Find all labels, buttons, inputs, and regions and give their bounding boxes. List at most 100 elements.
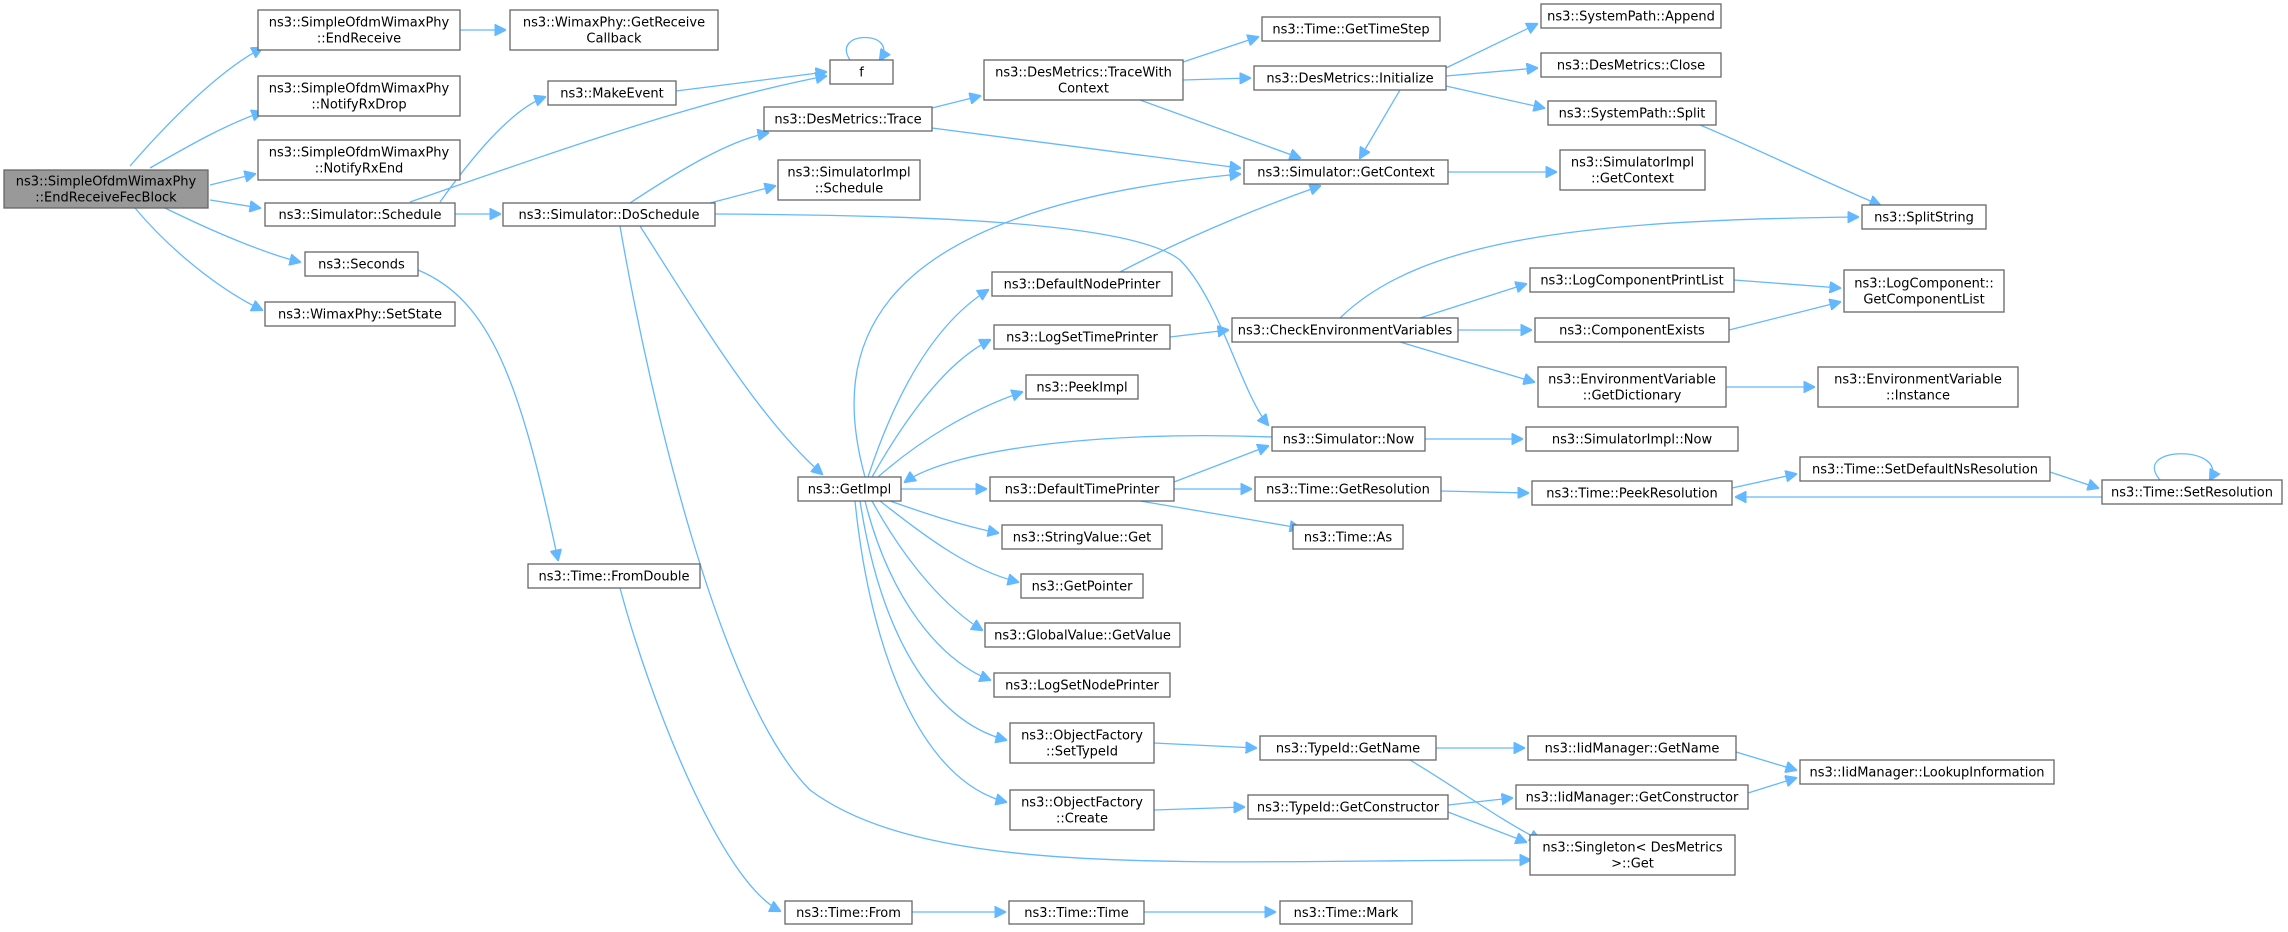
edge-peekResolution-to-setDefaultNsResolution bbox=[1731, 474, 1796, 489]
node-componentExists[interactable]: ns3::ComponentExists bbox=[1534, 317, 1730, 343]
node-getImpl[interactable]: ns3::GetImpl bbox=[797, 476, 902, 502]
node-desTrace[interactable]: ns3::DesMetrics::Trace bbox=[763, 106, 933, 132]
node-getComponentList[interactable]: ns3::LogComponent::GetComponentList bbox=[1843, 269, 2005, 313]
node-envGetDictionary[interactable]: ns3::EnvironmentVariable::GetDictionary bbox=[1537, 366, 1727, 408]
node-box bbox=[527, 563, 701, 589]
node-box bbox=[1279, 900, 1413, 925]
node-iidGetName[interactable]: ns3::IidManager::GetName bbox=[1527, 735, 1737, 761]
node-timeMark[interactable]: ns3::Time::Mark bbox=[1279, 900, 1413, 925]
node-desClose[interactable]: ns3::DesMetrics::Close bbox=[1540, 52, 1722, 78]
edge-doSchedule-to-simNow bbox=[714, 213, 1268, 425]
node-timeAs[interactable]: ns3::Time::As bbox=[1292, 524, 1404, 550]
node-label: ns3::TypeId::GetConstructor bbox=[1257, 801, 1440, 816]
node-seconds[interactable]: ns3::Seconds bbox=[304, 251, 419, 277]
edge-iidGetConstructor-to-iidLookup bbox=[1747, 778, 1796, 794]
node-pathAppend[interactable]: ns3::SystemPath::Append bbox=[1540, 3, 1722, 29]
node-logComponentPrintList[interactable]: ns3::LogComponentPrintList bbox=[1529, 267, 1735, 293]
node-envInstance[interactable]: ns3::EnvironmentVariable::Instance bbox=[1817, 366, 2019, 408]
node-label: ns3::SimulatorImpl::Now bbox=[1552, 433, 1713, 448]
node-box bbox=[1799, 456, 2051, 482]
node-getResolution[interactable]: ns3::Time::GetResolution bbox=[1254, 476, 1442, 502]
node-label: ::SetTypeId bbox=[1046, 745, 1118, 760]
node-typeIdGetName[interactable]: ns3::TypeId::GetName bbox=[1259, 735, 1437, 761]
node-simImplSchedule[interactable]: ns3::SimulatorImpl::Schedule bbox=[777, 159, 921, 201]
node-getTimeStep[interactable]: ns3::Time::GetTimeStep bbox=[1261, 16, 1441, 42]
node-simNow[interactable]: ns3::Simulator::Now bbox=[1271, 426, 1426, 452]
node-defaultTimePrinter[interactable]: ns3::DefaultTimePrinter bbox=[989, 476, 1175, 502]
node-label: ns3::LogComponentPrintList bbox=[1540, 274, 1723, 289]
node-box bbox=[1009, 789, 1155, 831]
node-box bbox=[1540, 52, 1722, 78]
node-root[interactable]: ns3::SimpleOfdmWimaxPhy::EndReceiveFecBl… bbox=[3, 169, 209, 209]
node-label: ns3::ObjectFactory bbox=[1021, 796, 1143, 811]
node-setState[interactable]: ns3::WimaxPhy::SetState bbox=[264, 301, 456, 327]
node-ofCreate[interactable]: ns3::ObjectFactory::Create bbox=[1009, 789, 1155, 831]
node-box bbox=[1243, 159, 1449, 185]
node-box bbox=[1001, 524, 1163, 550]
node-logSetTimePrinter[interactable]: ns3::LogSetTimePrinter bbox=[993, 324, 1171, 350]
node-fromDouble[interactable]: ns3::Time::FromDouble bbox=[527, 563, 701, 589]
node-splitString[interactable]: ns3::SplitString bbox=[1861, 204, 1987, 230]
node-box bbox=[257, 139, 461, 181]
node-label: ns3::Simulator::Schedule bbox=[278, 208, 441, 223]
node-typeIdGetConstructor[interactable]: ns3::TypeId::GetConstructor bbox=[1247, 794, 1449, 820]
edge-desInitialize-to-pathAppend bbox=[1445, 24, 1537, 69]
node-label: ns3::GetPointer bbox=[1032, 580, 1133, 595]
node-getPointer[interactable]: ns3::GetPointer bbox=[1020, 573, 1144, 599]
edge-getImpl-to-getPointer bbox=[879, 500, 1018, 582]
node-getContext[interactable]: ns3::Simulator::GetContext bbox=[1243, 159, 1449, 185]
node-box bbox=[1009, 722, 1155, 764]
node-label: ns3::Time::FromDouble bbox=[539, 570, 690, 585]
node-setResolution[interactable]: ns3::Time::SetResolution bbox=[2101, 479, 2283, 505]
node-defaultNodePrinter[interactable]: ns3::DefaultNodePrinter bbox=[991, 271, 1173, 297]
node-f[interactable]: f bbox=[829, 59, 894, 85]
node-timeTime[interactable]: ns3::Time::Time bbox=[1008, 900, 1145, 925]
node-desInitialize[interactable]: ns3::DesMetrics::Initialize bbox=[1253, 65, 1447, 91]
node-box bbox=[1529, 267, 1735, 293]
node-makeEvent[interactable]: ns3::MakeEvent bbox=[547, 80, 677, 106]
edge-root-to-schedule bbox=[209, 199, 260, 208]
edge-traceWithContext-to-getContext bbox=[1139, 99, 1300, 158]
node-setDefaultNsResolution[interactable]: ns3::Time::SetDefaultNsResolution bbox=[1799, 456, 2051, 482]
node-schedule[interactable]: ns3::Simulator::Schedule bbox=[264, 202, 456, 227]
node-box bbox=[1817, 366, 2019, 408]
node-peekImpl[interactable]: ns3::PeekImpl bbox=[1025, 374, 1139, 400]
node-stringValueGet[interactable]: ns3::StringValue::Get bbox=[1001, 524, 1163, 550]
node-pathSplit[interactable]: ns3::SystemPath::Split bbox=[1547, 100, 1717, 126]
edge-getResolution-to-peekResolution bbox=[1440, 491, 1528, 493]
node-simImplNow[interactable]: ns3::SimulatorImpl::Now bbox=[1525, 426, 1739, 452]
node-timeFrom[interactable]: ns3::Time::From bbox=[784, 900, 913, 925]
node-box bbox=[1515, 784, 1749, 810]
node-simImplGetContext[interactable]: ns3::SimulatorImpl::GetContext bbox=[1559, 149, 1706, 191]
node-iidLookup[interactable]: ns3::IidManager::LookupInformation bbox=[1799, 759, 2055, 785]
edge-root-to-seconds bbox=[164, 207, 300, 262]
node-label: ::GetDictionary bbox=[1583, 389, 1682, 404]
node-doSchedule[interactable]: ns3::Simulator::DoSchedule bbox=[502, 202, 716, 227]
node-endReceive[interactable]: ns3::SimpleOfdmWimaxPhy::EndReceive bbox=[257, 9, 461, 51]
node-label: ns3::Time::Time bbox=[1024, 906, 1128, 921]
node-label: ns3::GetImpl bbox=[808, 483, 892, 498]
node-checkEnv[interactable]: ns3::CheckEnvironmentVariables bbox=[1231, 317, 1459, 343]
node-label: ns3::DesMetrics::TraceWith bbox=[995, 66, 1172, 81]
node-peekResolution[interactable]: ns3::Time::PeekResolution bbox=[1531, 480, 1733, 506]
node-notifyRxEnd[interactable]: ns3::SimpleOfdmWimaxPhy::NotifyRxEnd bbox=[257, 139, 461, 181]
edge-setDefaultNsResolution-to-setResolution bbox=[2049, 471, 2098, 488]
node-box bbox=[777, 159, 921, 201]
node-label: ns3::Time::From bbox=[796, 906, 901, 921]
node-logSetNodePrinter[interactable]: ns3::LogSetNodePrinter bbox=[993, 672, 1171, 698]
node-globalValueGetValue[interactable]: ns3::GlobalValue::GetValue bbox=[984, 622, 1181, 648]
node-notifyRxDrop[interactable]: ns3::SimpleOfdmWimaxPhy::NotifyRxDrop bbox=[257, 75, 461, 117]
edge-desInitialize-to-getContext bbox=[1360, 89, 1401, 158]
node-iidGetConstructor[interactable]: ns3::IidManager::GetConstructor bbox=[1515, 784, 1749, 810]
node-label: ns3::Time::PeekResolution bbox=[1546, 487, 1717, 502]
node-label: ns3::ObjectFactory bbox=[1021, 729, 1143, 744]
node-label: ns3::DefaultNodePrinter bbox=[1004, 278, 1161, 293]
node-label: >::Get bbox=[1611, 857, 1654, 872]
node-singletonGet[interactable]: ns3::Singleton< DesMetrics >::Get bbox=[1529, 834, 1736, 876]
node-ofSetTypeId[interactable]: ns3::ObjectFactory::SetTypeId bbox=[1009, 722, 1155, 764]
node-label: ns3::LogSetNodePrinter bbox=[1005, 679, 1159, 694]
node-label: ::NotifyRxDrop bbox=[311, 98, 406, 113]
node-label: ::GetContext bbox=[1591, 172, 1674, 187]
